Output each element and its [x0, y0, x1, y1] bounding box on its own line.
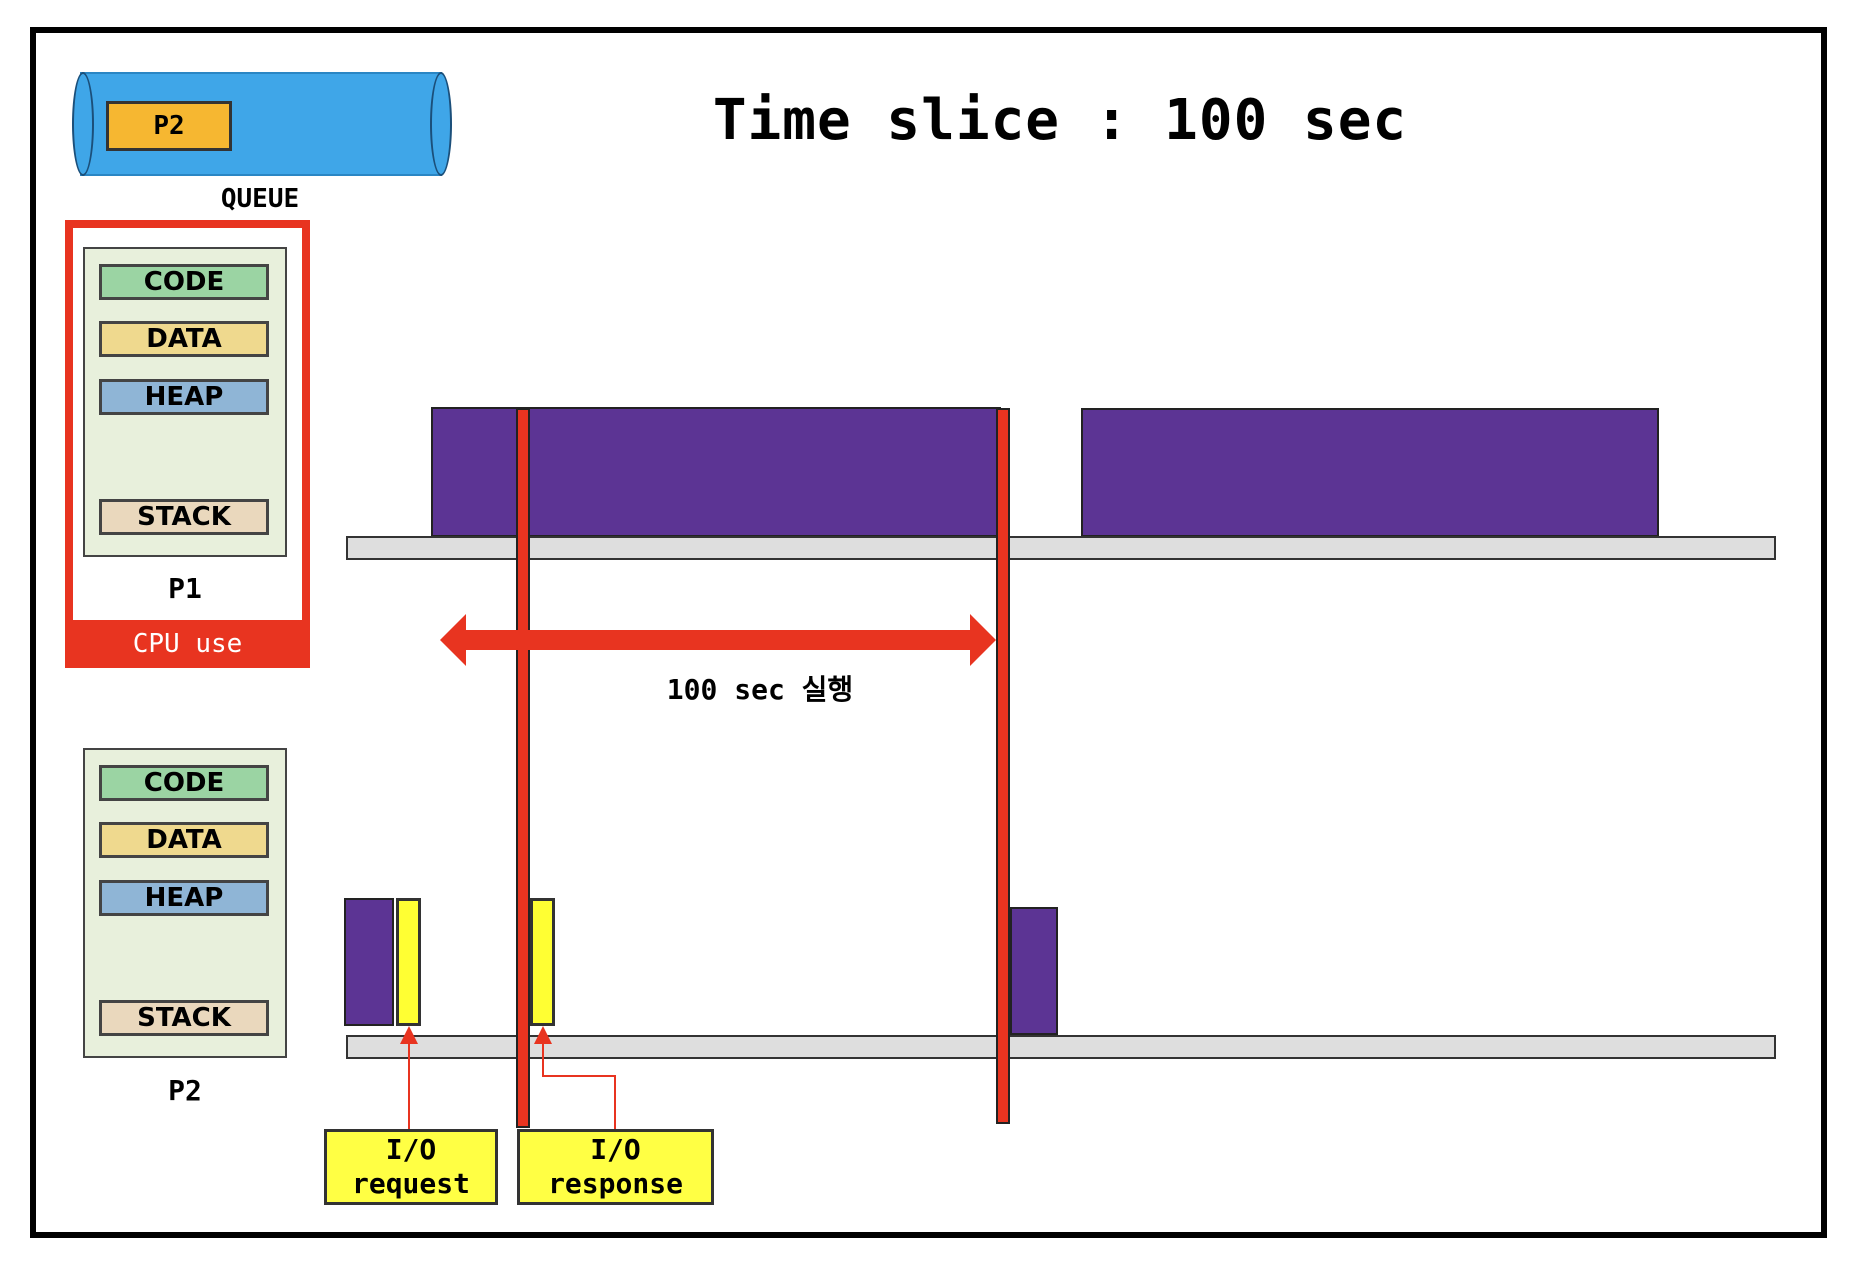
context-switch-bar-1 — [516, 408, 530, 1128]
p2-cpu-burst-2 — [1010, 907, 1058, 1035]
queue-item-p2: P2 — [106, 101, 232, 151]
p1-label: P1 — [168, 572, 202, 605]
io-request-box: I/O request — [324, 1129, 498, 1205]
p2-code-segment: CODE — [99, 765, 269, 801]
p2-data-segment: DATA — [99, 822, 269, 858]
io-response-line2: response — [548, 1167, 683, 1200]
execution-duration-label: 100 sec 실행 — [666, 673, 854, 706]
io-request-line2: request — [351, 1167, 470, 1200]
cpu-use-label: CPU use — [65, 620, 310, 668]
p1-timeline-track — [346, 536, 1776, 560]
p2-io-response-burst — [530, 898, 555, 1026]
p2-stack-segment: STACK — [99, 1000, 269, 1036]
io-response-pointer-arrow — [534, 1026, 616, 1130]
io-request-pointer-arrow — [400, 1026, 418, 1130]
p1-code-segment: CODE — [99, 264, 269, 300]
p2-heap-segment: HEAP — [99, 880, 269, 916]
context-switch-bar-2 — [996, 408, 1010, 1124]
diagram-title: Time slice : 100 sec — [712, 88, 1408, 153]
p1-cpu-burst-2 — [1081, 408, 1659, 537]
p1-heap-segment: HEAP — [99, 379, 269, 415]
p2-io-request-burst — [396, 898, 421, 1026]
p2-memory-layout: CODE DATA HEAP STACK — [83, 748, 287, 1058]
queue-cylinder-right-cap — [430, 72, 452, 176]
io-request-line1: I/O — [385, 1133, 437, 1167]
execution-span-arrow — [440, 614, 996, 666]
p2-cpu-burst-1 — [344, 898, 394, 1026]
io-response-line1: I/O — [590, 1133, 641, 1167]
io-response-box: I/O response — [517, 1129, 714, 1205]
p2-label: P2 — [168, 1074, 202, 1107]
p2-timeline-track — [346, 1035, 1776, 1059]
p1-stack-segment: STACK — [99, 499, 269, 535]
p1-data-segment: DATA — [99, 321, 269, 357]
queue-label: QUEUE — [220, 184, 300, 214]
queue-cylinder-left-cap — [72, 72, 94, 176]
p1-memory-layout: CODE DATA HEAP STACK — [83, 247, 287, 557]
